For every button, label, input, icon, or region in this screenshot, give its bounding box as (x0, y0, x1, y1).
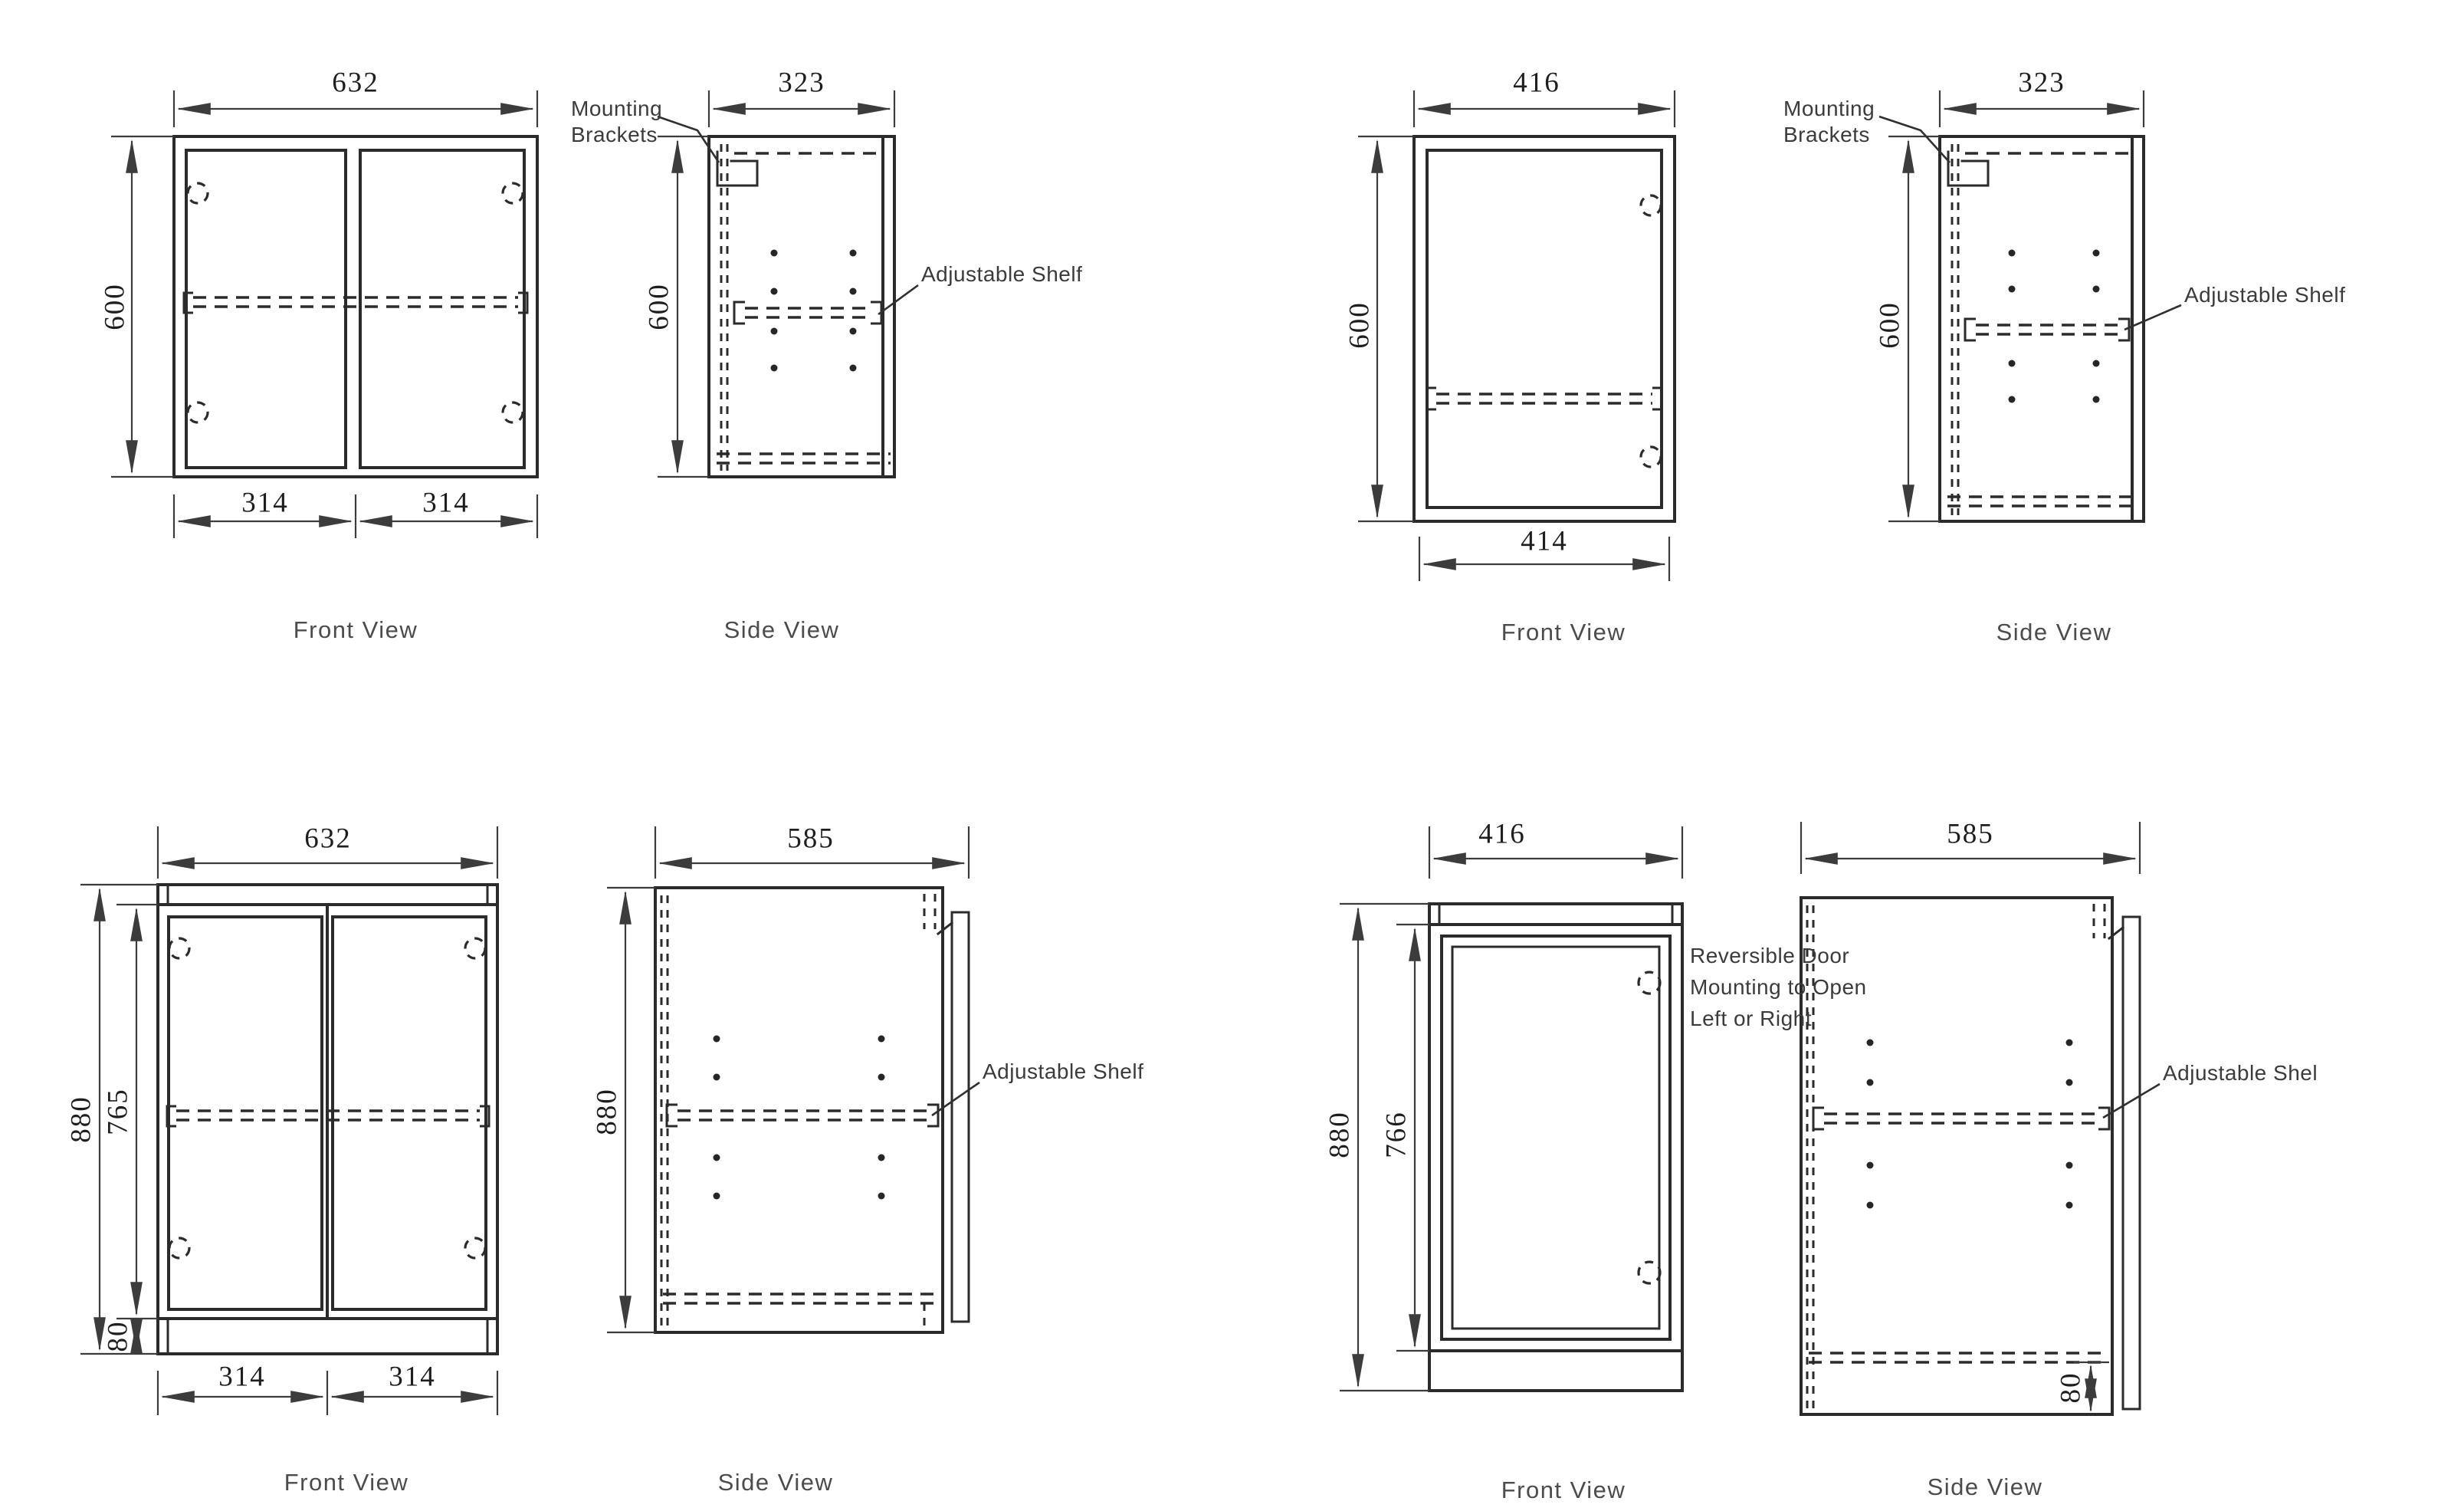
base-single-side-drawing (1800, 822, 2161, 1416)
dim-plinth: 80 (102, 1320, 134, 1352)
wall-double-side-drawing (657, 90, 919, 478)
dim-plinth: 80 (2055, 1371, 2087, 1404)
view-title-front: Front View (293, 616, 418, 643)
hinge-icon (168, 937, 487, 1260)
mounting-brackets-label: Brackets (571, 123, 658, 146)
wall-single-front-drawing (1358, 90, 1676, 581)
reversible-door-note: Reversible Door (1690, 944, 1850, 967)
adjustable-shelf-label: Adjustable Shel (2163, 1061, 2318, 1085)
mounting-brackets-label: Brackets (1783, 123, 1870, 146)
hinge-icon (1639, 194, 1662, 468)
dim-height: 880 (591, 1088, 623, 1135)
shelf-pin-holes (1866, 1039, 2073, 1209)
dim-door-height: 765 (102, 1088, 134, 1135)
wall-single-side-drawing (1878, 90, 2182, 523)
dim-height: 880 (1324, 1111, 1356, 1158)
dim-height: 880 (65, 1095, 97, 1143)
dim-width: 416 (1478, 818, 1526, 850)
door-panel-side (950, 911, 970, 1323)
adjustable-shelf-label: Adjustable Shelf (983, 1059, 1144, 1083)
shelf-pin-holes (2008, 249, 2100, 403)
base-double-front-drawing (80, 826, 499, 1415)
dim-depth: 323 (2018, 67, 2065, 99)
dim-height: 600 (1344, 301, 1376, 349)
adjustable-shelf-label: Adjustable Shelf (921, 262, 1083, 286)
view-title-front: Front View (1501, 619, 1626, 645)
dim-door-right: 314 (389, 1361, 436, 1393)
view-title-side: Side View (1996, 619, 2112, 645)
dim-door-height: 766 (1380, 1111, 1412, 1158)
dim-width: 416 (1513, 67, 1560, 99)
view-title-side: Side View (1927, 1473, 2043, 1500)
dim-height: 600 (643, 283, 675, 330)
dim-door-right: 314 (422, 487, 470, 519)
adjustable-shelf-label: Adjustable Shelf (2184, 283, 2346, 307)
dim-door-left: 314 (218, 1361, 266, 1393)
dim-depth: 585 (787, 823, 835, 855)
dim-door-left: 314 (241, 487, 289, 519)
base-double-side-drawing (607, 826, 980, 1334)
view-title-front: Front View (284, 1469, 409, 1496)
door-panel-side (2121, 915, 2141, 1411)
hinge-icon (1637, 971, 1662, 1285)
dim-height: 600 (99, 283, 131, 330)
mounting-bracket-icon (716, 150, 759, 187)
dim-depth: 585 (1947, 818, 1994, 850)
base-single-front-drawing (1340, 826, 1684, 1392)
hinge-icon (186, 182, 524, 424)
dim-height: 600 (1874, 301, 1906, 349)
mounting-bracket-icon (1947, 150, 1990, 187)
dim-width: 632 (332, 67, 379, 99)
dim-depth: 323 (778, 67, 825, 99)
wall-double-front-drawing (111, 90, 539, 538)
shelf-pin-holes (770, 249, 857, 372)
dim-opening: 414 (1521, 525, 1568, 557)
reversible-door-note: Mounting to Open (1690, 975, 1867, 999)
view-title-side: Side View (723, 616, 840, 643)
dim-width: 632 (304, 823, 352, 855)
shelf-pin-holes (713, 1035, 885, 1200)
view-title-front: Front View (1501, 1477, 1626, 1503)
reversible-door-note: Left or Right (1690, 1007, 1813, 1030)
view-title-side: Side View (717, 1469, 834, 1496)
mounting-brackets-label: Mounting (571, 97, 663, 120)
mounting-brackets-label: Mounting (1783, 97, 1875, 120)
